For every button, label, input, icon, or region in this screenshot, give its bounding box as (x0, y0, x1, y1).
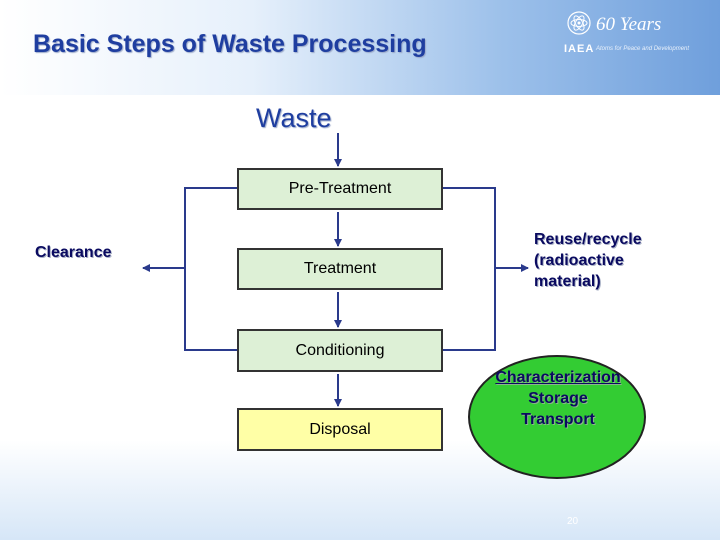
oval-line-characterization: Characterization (495, 369, 621, 386)
reuse-line-3: material) (534, 273, 601, 290)
header-background (0, 0, 720, 95)
reuse-recycle-label: Reuse/recycle (radioactive material) (534, 229, 642, 292)
step-treatment: Treatment (237, 248, 443, 290)
page-number: 20 (567, 516, 579, 527)
oval-line-transport: Transport (521, 411, 595, 428)
logo-tagline: Atoms for Peace and Development (596, 46, 690, 52)
storage-oval-text: Characterization Storage Transport (468, 367, 648, 430)
slide-title: Basic Steps of Waste Processing (33, 30, 427, 58)
storage-oval (468, 355, 646, 479)
clearance-label: Clearance (35, 244, 112, 261)
left-bypass-loop (184, 187, 237, 351)
oval-line-storage: Storage (528, 390, 588, 407)
reuse-line-2: (radioactive (534, 252, 624, 269)
atom-emblem-icon (567, 11, 591, 35)
waste-source-label: Waste (256, 103, 332, 133)
step-disposal: Disposal (237, 408, 443, 451)
step-pretreatment: Pre-Treatment (237, 168, 443, 210)
iaea-logo: 60 Years IAEA Atoms for Peace and Develo… (560, 8, 718, 63)
reuse-line-1: Reuse/recycle (534, 231, 642, 248)
right-bypass-loop (443, 187, 496, 351)
logo-org: IAEA (564, 43, 595, 55)
step-conditioning: Conditioning (237, 329, 443, 372)
logo-years: 60 Years (596, 14, 662, 35)
